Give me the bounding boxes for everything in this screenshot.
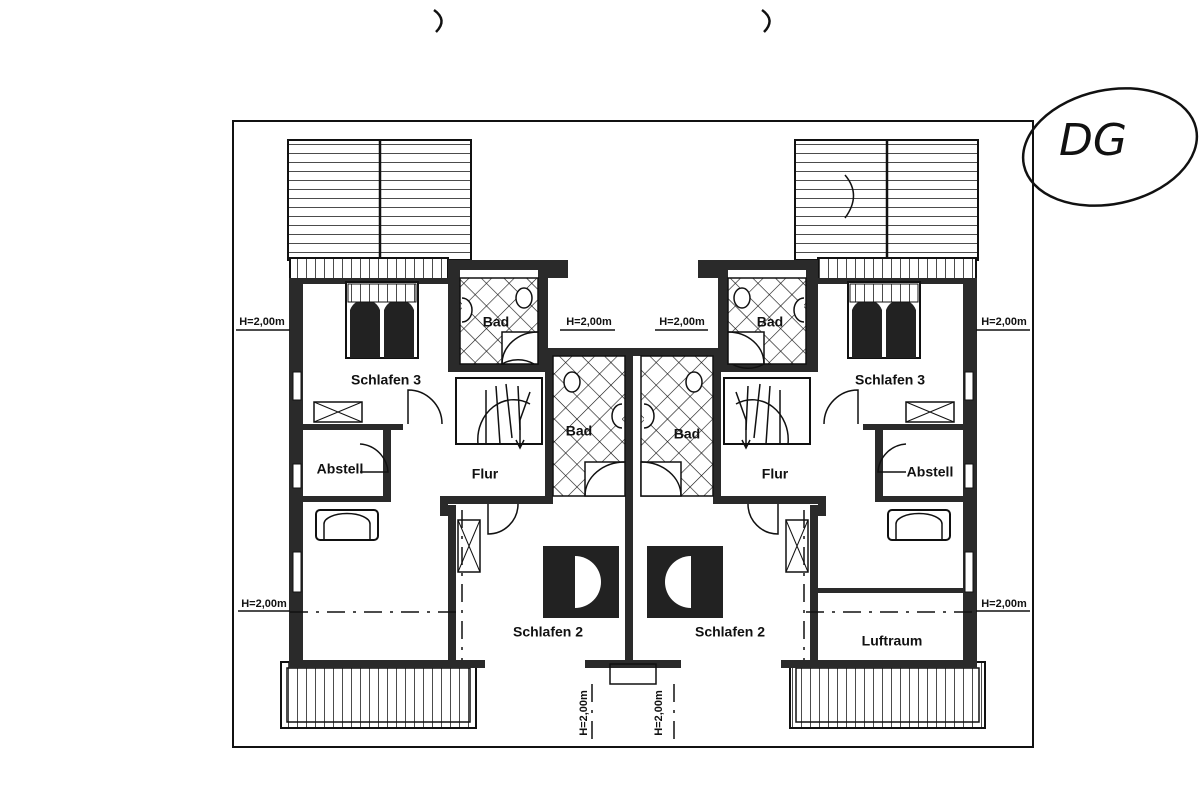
balcony-bottom-left <box>280 661 477 729</box>
stair-left <box>455 377 543 450</box>
hole-mark-left <box>433 8 443 33</box>
room-label-bad-mid-right: Bad <box>674 426 700 442</box>
bed-schlafen3-left <box>345 281 419 359</box>
room-label-abstell-left: Abstell <box>317 461 364 477</box>
bed-schlafen2-right <box>647 546 723 618</box>
height-text: H=2,00m <box>653 690 665 736</box>
sofa-left <box>315 509 379 541</box>
room-label-bad-top-left: Bad <box>483 314 509 330</box>
height-text: H=2,00m <box>566 316 612 328</box>
window-marks <box>292 371 974 593</box>
height-label-left-top: H=2,00m <box>236 316 290 331</box>
room-label-schlafen3-right: Schlafen 3 <box>855 372 925 388</box>
bed-schlafen2-left <box>543 546 619 618</box>
sofa-right <box>887 509 951 541</box>
balcony-top-right <box>794 139 979 281</box>
room-label-bad-top-right: Bad <box>757 314 783 330</box>
shower-mid-right <box>640 461 682 497</box>
roof-height-lines <box>290 510 976 740</box>
toilet-icons <box>515 287 751 393</box>
height-label-vertical-left: H=2,00m <box>578 690 590 736</box>
height-label-inner-right: H=2,00m <box>655 316 708 331</box>
central-entry-step <box>609 663 657 685</box>
sink-icons <box>461 297 805 429</box>
room-label-flur-right: Flur <box>762 466 789 482</box>
height-label-right-bottom: H=2,00m <box>976 598 1030 612</box>
handwritten-dg-mark: DG <box>1021 87 1199 207</box>
height-text: H=2,00m <box>981 598 1027 610</box>
shower-top-right <box>727 331 765 365</box>
height-text: H=2,00m <box>578 690 590 736</box>
height-label-left-bottom: H=2,00m <box>238 598 290 612</box>
room-label-abstell-right: Abstell <box>907 464 954 480</box>
height-label-right-top: H=2,00m <box>976 316 1030 331</box>
stair-right <box>723 377 811 450</box>
room-label-luftraum: Luftraum <box>862 633 923 649</box>
room-label-flur-left: Flur <box>472 466 499 482</box>
height-text: H=2,00m <box>239 316 285 328</box>
height-text: H=2,00m <box>659 316 705 328</box>
balcony-top-left <box>287 139 472 281</box>
height-text: H=2,00m <box>981 316 1027 328</box>
hole-mark-right <box>761 8 771 33</box>
door-swings <box>359 358 907 535</box>
bed-schlafen3-right <box>847 281 921 359</box>
height-text: H=2,00m <box>241 598 287 610</box>
shower-top-left <box>501 331 539 365</box>
balcony-bottom-right <box>789 661 986 729</box>
room-label-schlafen2-left: Schlafen 2 <box>513 624 583 640</box>
sheet-frame <box>232 120 1034 748</box>
room-label-schlafen3-left: Schlafen 3 <box>351 372 421 388</box>
height-label-inner-left: H=2,00m <box>560 316 615 331</box>
room-label-schlafen2-right: Schlafen 2 <box>695 624 765 640</box>
handwritten-dg-text: DG <box>1059 115 1127 166</box>
height-label-vertical-right: H=2,00m <box>653 690 665 736</box>
cabinet-icons <box>313 401 955 573</box>
shower-mid-left <box>584 461 626 497</box>
room-label-bad-mid-left: Bad <box>566 423 592 439</box>
